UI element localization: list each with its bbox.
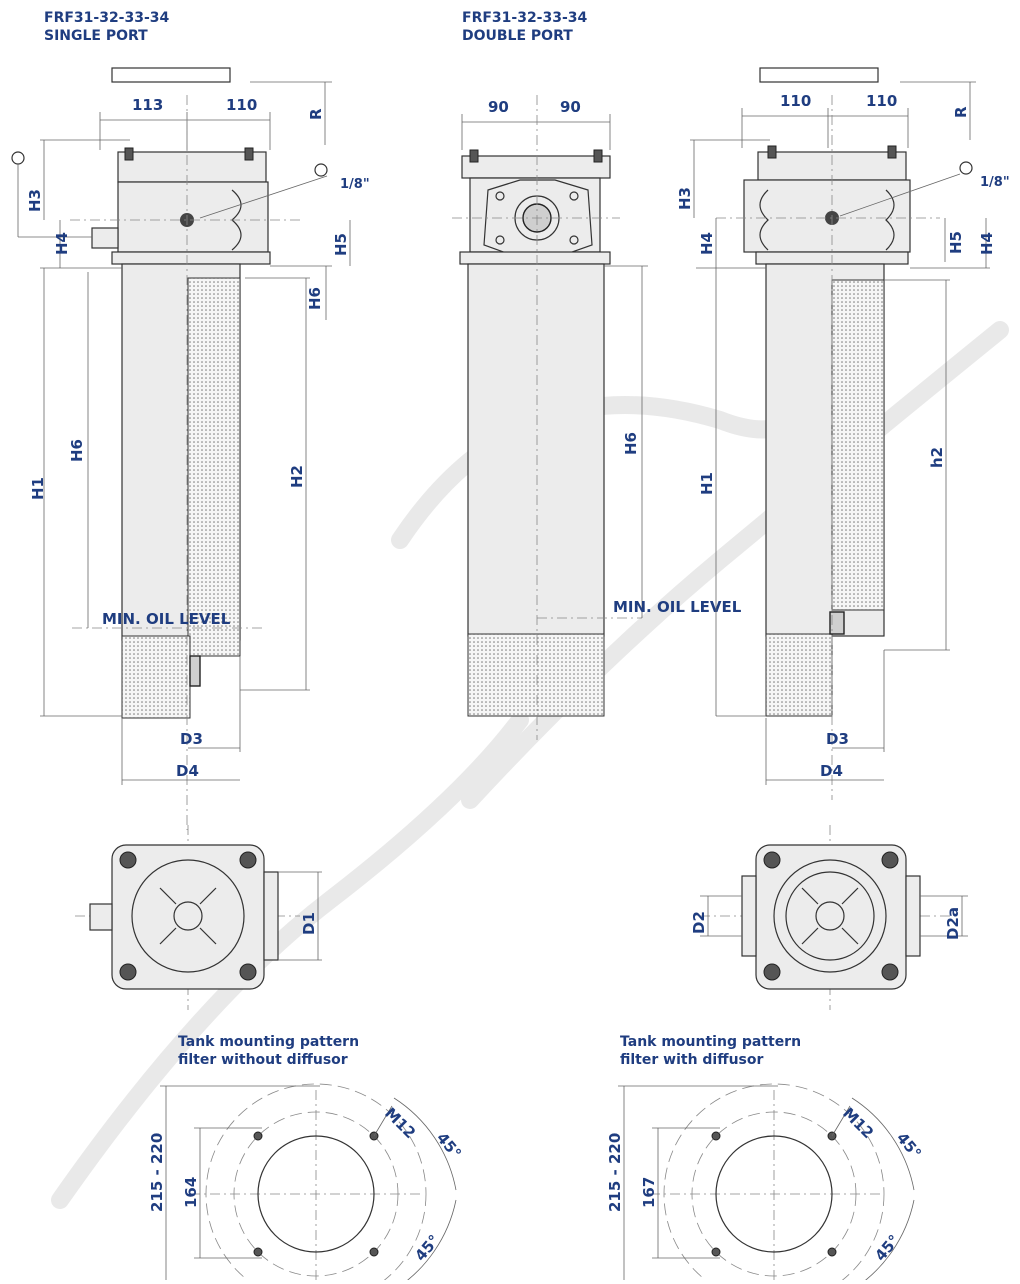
single-port-element	[187, 277, 241, 657]
diffusor-dim-H4: H4	[698, 232, 716, 255]
mounting-left-angle-top: 45°	[433, 1129, 465, 1162]
single-port-head	[117, 181, 269, 253]
single-port-dim-H6-top: H6	[306, 287, 324, 310]
mounting-right-outer: 215 - 220	[606, 1133, 624, 1212]
mounting-left-caption-line2: filter without diffusor	[178, 1052, 348, 1068]
top-view-right-dim-D2: D2	[690, 911, 708, 934]
mounting-right-caption-line2: filter with diffusor	[620, 1052, 763, 1068]
mounting-right-angle-top: 45°	[893, 1129, 925, 1162]
single-port-min-oil-level: MIN. OIL LEVEL	[102, 610, 231, 628]
mounting-right-thread: M12	[839, 1104, 877, 1142]
mounting-left-thread: M12	[381, 1104, 419, 1142]
double-port-min-oil-level: MIN. OIL LEVEL	[613, 598, 742, 616]
mounting-pattern-right: Tank mounting pattern filter with diffus…	[606, 1034, 925, 1284]
single-port-diffuser	[121, 635, 191, 719]
double-port-tube	[467, 263, 605, 637]
single-port-dim-H5: H5	[332, 233, 350, 256]
double-port-title-line1: FRF31-32-33-34	[462, 10, 588, 26]
double-port-view: FRF31-32-33-34 DOUBLE PORT 90 90 H6 MIN.…	[452, 10, 742, 740]
diffusor-diffuser	[765, 633, 833, 717]
diffusor-dim-H4-right: H4	[978, 232, 996, 255]
top-view-left: D1	[75, 825, 322, 1010]
double-port-diffuser	[467, 633, 605, 717]
diffusor-cover-top	[759, 67, 879, 83]
single-port-flange	[111, 251, 271, 265]
top-view-left-dim-D1: D1	[300, 912, 318, 935]
mounting-left-caption-line1: Tank mounting pattern	[178, 1034, 359, 1050]
single-port-dim-H4: H4	[53, 232, 71, 255]
mounting-left-inner: 164	[182, 1177, 200, 1208]
diffusor-dim-H5: H5	[947, 231, 965, 254]
diffusor-port-size: 1/8"	[980, 175, 1010, 190]
double-port-cover	[461, 155, 611, 179]
double-port-title-line2: DOUBLE PORT	[462, 28, 573, 44]
single-port-cover-top	[111, 67, 231, 83]
single-port-dim-H6-side: H6	[68, 439, 86, 462]
single-port-inlet	[91, 227, 119, 249]
single-port-dim-H2: H2	[288, 465, 306, 488]
diffusor-dim-right: 110	[866, 92, 897, 110]
single-port-dim-D3: D3	[180, 730, 203, 748]
mounting-left-outer: 215 - 220	[148, 1133, 166, 1212]
double-port-dim-left: 90	[488, 98, 509, 116]
single-port-dim-right: 110	[226, 96, 257, 114]
single-port-dim-D4: D4	[176, 762, 199, 780]
single-port-dim-H3: H3	[26, 189, 44, 212]
diffusor-dim-h2: h2	[928, 447, 946, 468]
diffusor-element	[831, 279, 885, 611]
diffusor-view: 110 110 R 1/8" H3 H4 H1 H5 H4	[676, 67, 1010, 800]
single-port-view: FRF31-32-33-34 SINGLE PORT 113 110 R	[11, 10, 370, 830]
single-port-dim-R: R	[307, 108, 325, 120]
single-port-cover	[117, 151, 267, 183]
diffusor-dim-D3: D3	[826, 730, 849, 748]
diffusor-dim-R: R	[952, 106, 970, 118]
diffusor-dim-H3: H3	[676, 187, 694, 210]
double-port-dim-H6: H6	[622, 432, 640, 455]
mounting-left-angle-bottom: 45°	[411, 1231, 443, 1264]
mounting-right-caption-line1: Tank mounting pattern	[620, 1034, 801, 1050]
single-port-dim-H1: H1	[29, 477, 47, 500]
single-port-title-line1: FRF31-32-33-34	[44, 10, 170, 26]
mounting-right-angle-bottom: 45°	[871, 1231, 903, 1264]
single-port-title-line2: SINGLE PORT	[44, 28, 148, 44]
single-port-dim-left: 113	[132, 96, 163, 114]
diffusor-dim-D4: D4	[820, 762, 843, 780]
top-view-right: D2 D2a	[690, 825, 968, 1010]
mounting-pattern-left: Tank mounting pattern filter without dif…	[148, 1034, 465, 1284]
double-port-dim-right: 90	[560, 98, 581, 116]
double-port-flange	[459, 251, 611, 265]
single-port-port-size: 1/8"	[340, 177, 370, 192]
top-view-right-dim-D2a: D2a	[944, 907, 962, 940]
diffusor-dim-H1: H1	[698, 472, 716, 495]
diffusor-dim-left: 110	[780, 92, 811, 110]
mounting-right-inner: 167	[640, 1177, 658, 1208]
